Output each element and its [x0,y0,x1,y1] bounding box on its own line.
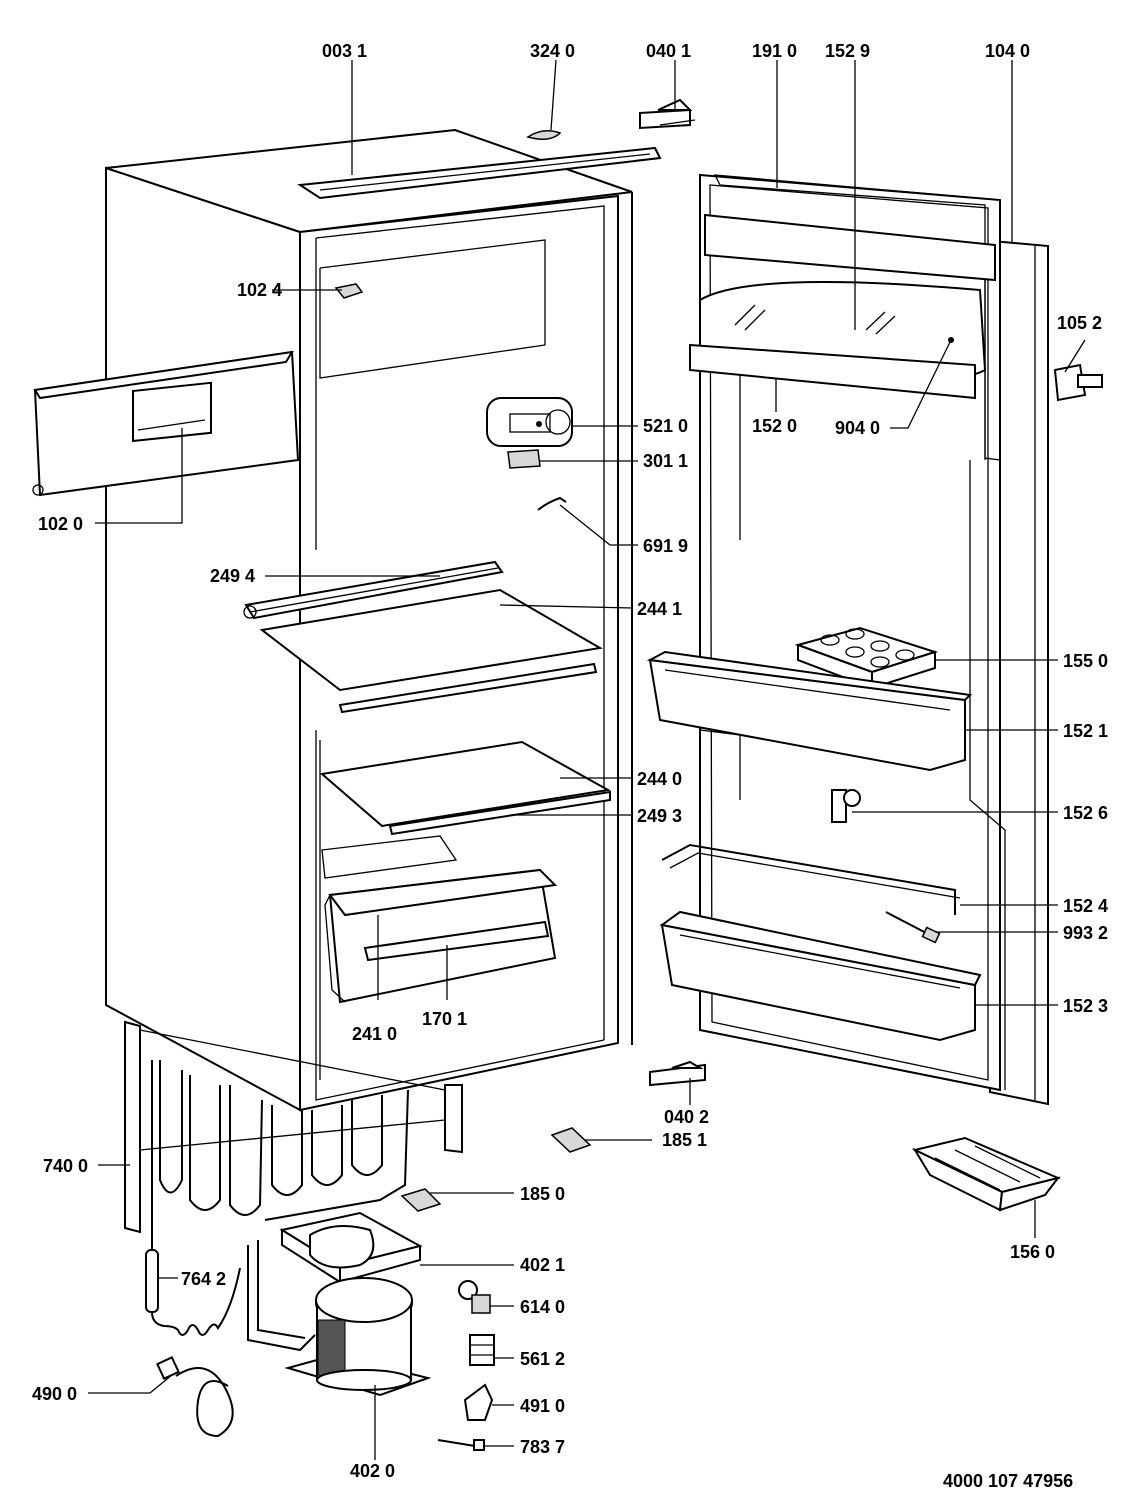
bottle-clip-152-6 [831,789,861,823]
label-691-9: 691 9 [643,536,689,556]
label-249-3: 249 3 [637,806,683,826]
label-324-0: 324 0 [530,41,576,61]
cable-993-2 [885,911,941,944]
glass-shelf-244-0 [319,740,612,836]
label-764-2: 764 2 [181,1269,227,1289]
door-gasket-191-0 [713,174,1001,461]
label-003-1: 003 1 [322,41,368,61]
label-185-1: 185 1 [662,1130,708,1150]
label-241-0: 241 0 [352,1024,398,1044]
pad-185-0 [400,1188,442,1212]
glass-shelf-244-1 [259,588,603,714]
label-244-1: 244 1 [637,599,683,619]
bottle-rail-inner [669,852,961,899]
compressor-tray-402-1 [279,1211,423,1284]
label-561-2: 561 2 [520,1349,566,1369]
label-040-2: 040 2 [664,1107,710,1127]
label-152-3: 152 3 [1063,996,1109,1016]
label-491-0: 491 0 [520,1396,566,1416]
screw-783-7 [437,1439,485,1451]
hinge-bracket-040-1 [639,98,696,130]
compressor-pipes [247,1089,409,1352]
label-740-0: 740 0 [43,1156,89,1176]
compressor-402-0 [284,1277,432,1397]
label-105-2: 105 2 [1057,313,1103,333]
leader-lines [88,59,1086,1460]
condenser-740-0 [124,1020,463,1234]
label-249-4: 249 4 [210,566,256,586]
label-152-9: 152 9 [825,41,871,61]
label-402-0: 402 0 [350,1461,396,1481]
label-614-0: 614 0 [520,1297,566,1317]
label-301-1 [507,449,541,469]
hinge-105-2 [1053,363,1103,402]
door-shelf-152-3 [659,910,982,1042]
label-102-4: 102 4 [237,280,283,300]
label-521-0: 521 0 [643,416,689,436]
label-156-0: 156 0 [1010,1242,1056,1262]
document-number: 4000 107 47956 [943,1471,1074,1491]
label-191-0: 191 0 [752,41,798,61]
label-152-1: 152 1 [1063,721,1109,741]
relay-614-0 [458,1280,491,1314]
pad-185-1 [550,1127,592,1153]
label-185-0: 185 0 [520,1184,566,1204]
freezer-door-102-0 [32,350,300,497]
dairy-compartment-152-9 [689,213,996,400]
power-cord-490-0 [156,1356,234,1438]
door-shelf-152-1 [646,650,973,772]
label-244-0: 244 0 [637,769,683,789]
thermostat-521-0 [486,397,573,447]
label-152-4: 152 4 [1063,896,1109,916]
label-040-1: 040 1 [646,41,692,61]
label-152-6: 152 6 [1063,803,1109,823]
label-104-0: 104 0 [985,41,1031,61]
label-904-0: 904 0 [835,418,881,438]
label-301-1: 301 1 [643,451,689,471]
overload-561-2 [469,1334,495,1366]
hinge-bracket-040-2 [649,1060,706,1087]
label-170-1: 170 1 [422,1009,468,1029]
ice-tray-156-0 [912,1136,1062,1212]
label-993-2: 993 2 [1063,923,1109,943]
wire-691-9 [537,496,567,511]
drier-764-2 [145,1060,241,1336]
cover-491-0 [463,1383,494,1421]
label-155-0: 155 0 [1063,651,1109,671]
crisper-drawer-241-0 [321,835,558,1004]
bottle-rail-152-4 [661,843,956,915]
label-152-0: 152 0 [752,416,798,436]
label-402-1: 402 1 [520,1255,566,1275]
label-490-0: 490 0 [32,1384,78,1404]
top-trim-003-1 [297,146,662,200]
label-102-0: 102 0 [38,514,84,534]
lamp-cover-102-4 [334,283,364,299]
label-783-7: 783 7 [520,1437,566,1457]
clip-324-0 [526,130,562,140]
